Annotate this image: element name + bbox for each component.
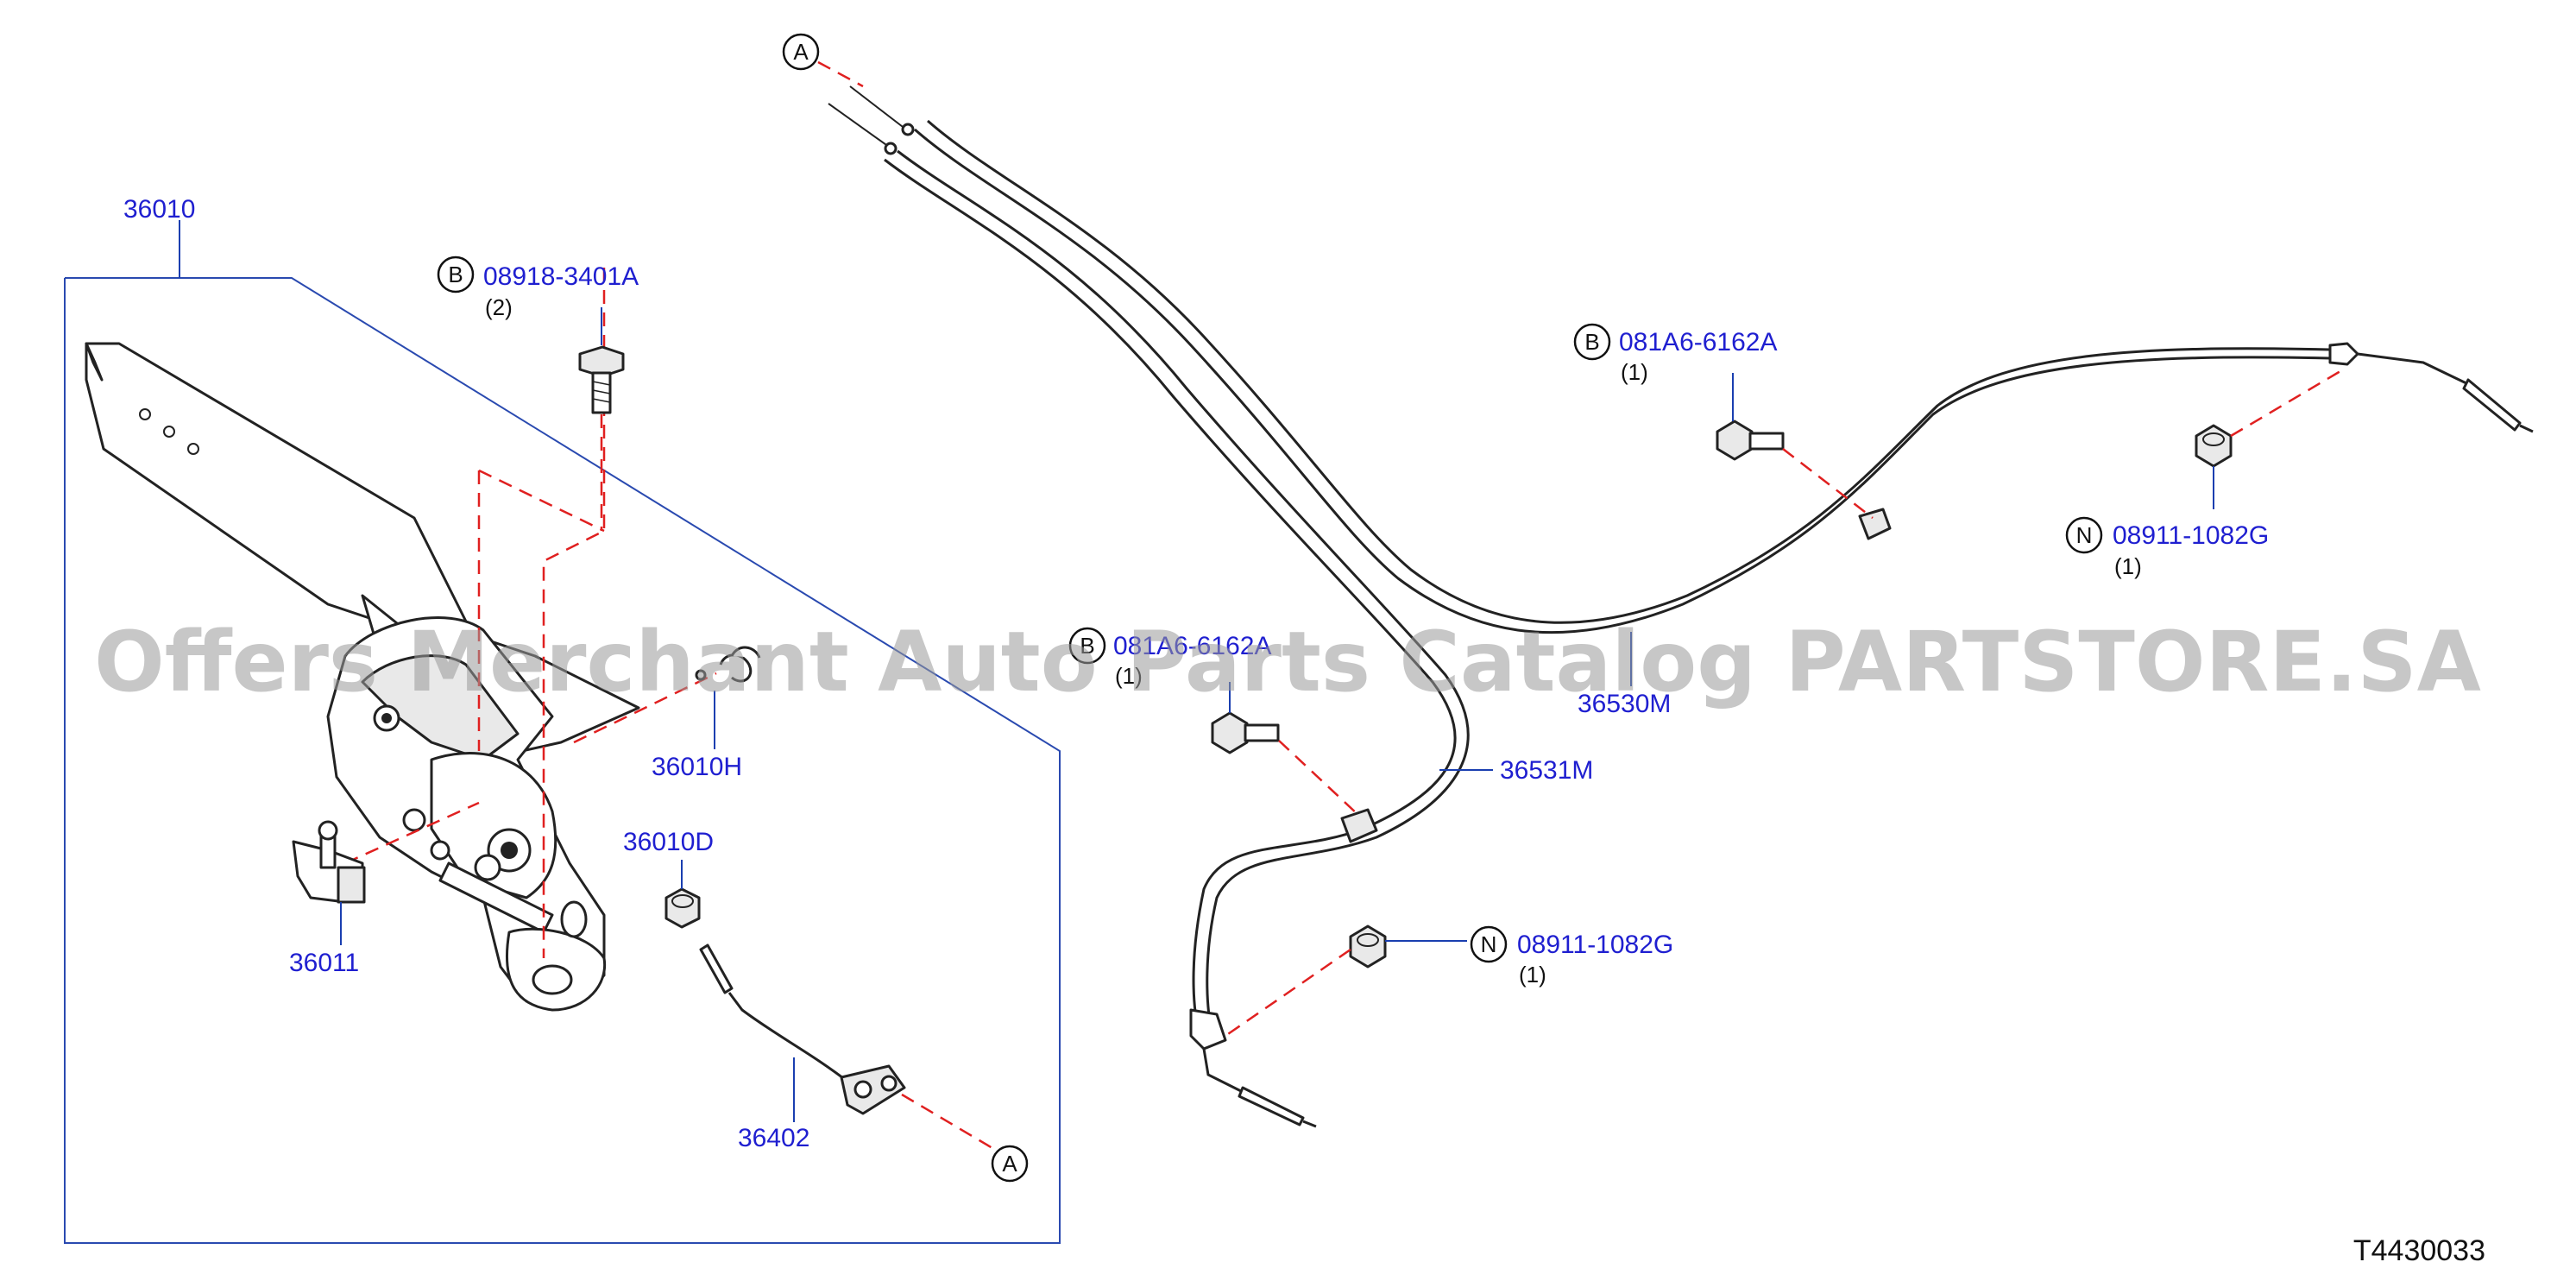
- callout-n-lower-label: N: [1481, 931, 1497, 957]
- label-36010h: 36010H: [652, 753, 742, 781]
- qty-08911-1082g-upper: (1): [2114, 553, 2142, 579]
- callout-b-081a6-upper: [1573, 323, 1611, 361]
- spring-36010h: [695, 646, 761, 683]
- callout-a-top-label: A: [793, 39, 809, 65]
- dash-36402-a: [901, 1093, 993, 1150]
- dash-081A6-upper: [1782, 448, 1874, 519]
- callout-b-081a6-lower: [1068, 627, 1106, 665]
- qty-08911-1082g-lower: (1): [1519, 962, 1546, 988]
- label-36011: 36011: [289, 949, 359, 977]
- dash-081A6-lower: [1278, 740, 1360, 817]
- nut-36010d: [664, 887, 701, 929]
- bolt-08918-3401a: [578, 345, 625, 414]
- parking-brake-lever: [85, 342, 640, 1012]
- cable-36402: [699, 943, 906, 1115]
- nut-08911-1082g-upper: [2195, 424, 2233, 468]
- label-36010: 36010: [123, 195, 195, 224]
- qty-081a6-6162a-lower: (1): [1115, 663, 1143, 689]
- dash-bolt-b: [478, 469, 605, 533]
- label-081a6-6162a-lower: 081A6-6162A: [1113, 632, 1272, 660]
- dash-bolt-to-lever: [542, 268, 606, 958]
- callout-b-081a6-lower-label: B: [1080, 633, 1094, 659]
- callout-b-081a6-upper-label: B: [1584, 329, 1599, 355]
- label-36010d: 36010D: [623, 828, 714, 856]
- callout-b-08918-label: B: [448, 262, 463, 287]
- dash-08911-upper: [2230, 369, 2341, 438]
- qty-08918-3401a: (2): [485, 294, 513, 320]
- dash-a-top: [817, 60, 864, 88]
- qty-081a6-6162a-upper: (1): [1621, 359, 1648, 385]
- label-36531m: 36531M: [1500, 756, 1593, 785]
- watermark-text: Offers Merchant Auto Parts Catalog PARTS…: [94, 614, 2481, 710]
- callout-a-top: [782, 33, 820, 71]
- bolt-081a6-6162a-upper: [1716, 420, 1785, 461]
- cable-36531m: [884, 149, 1470, 1128]
- callout-n-lower: [1470, 925, 1508, 963]
- callout-a-bottom: [991, 1145, 1029, 1183]
- label-08911-1082g-lower: 08911-1082G: [1517, 931, 1673, 959]
- diagram-reference: T4430033: [2353, 1234, 2485, 1267]
- cable-end-a: [828, 85, 915, 155]
- dash-08911-lower: [1225, 948, 1351, 1038]
- assembly-boundary: [64, 277, 1061, 1244]
- label-36402: 36402: [738, 1124, 809, 1152]
- label-36530m: 36530M: [1578, 690, 1671, 718]
- switch-36011: [292, 820, 366, 904]
- callout-a-bottom-label: A: [1002, 1151, 1017, 1177]
- label-08918-3401a: 08918-3401A: [483, 262, 639, 291]
- dash-36010H: [573, 672, 717, 744]
- dash-36011: [344, 801, 480, 865]
- bolt-081a6-6162a-lower: [1211, 711, 1280, 754]
- nut-08911-1082g-lower: [1349, 924, 1387, 969]
- label-081a6-6162a-upper: 081A6-6162A: [1619, 328, 1778, 357]
- callout-n-upper-label: N: [2076, 522, 2093, 548]
- label-08911-1082g-upper: 08911-1082G: [2113, 521, 2269, 550]
- callout-b-08918: [437, 256, 475, 293]
- cable-36530m: [914, 119, 2534, 634]
- callout-n-upper: [2065, 516, 2103, 554]
